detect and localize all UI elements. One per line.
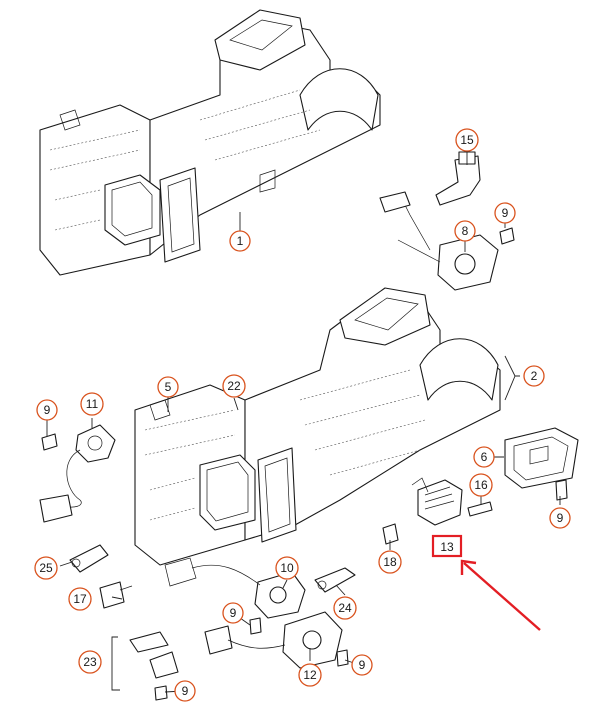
callout-label: 5 <box>165 380 172 394</box>
callout-label: 23 <box>83 655 97 669</box>
callout-10: 10 <box>275 556 299 580</box>
callout-label: 9 <box>230 606 237 620</box>
screws <box>41 227 568 701</box>
sensor-part-15 <box>435 151 481 206</box>
flap-part-23 <box>111 631 179 691</box>
callout-25: 25 <box>34 556 58 580</box>
callout-label: 8 <box>462 224 469 238</box>
callout-label: 9 <box>182 684 189 698</box>
highlight-part-13: 13 <box>431 534 541 631</box>
callout-8: 8 <box>454 220 476 242</box>
bracket-part-24 <box>314 567 356 593</box>
callout-label: 17 <box>73 592 87 606</box>
callout-9-left: 9 <box>36 399 58 421</box>
bracket-part-25 <box>69 544 109 573</box>
callout-label: 9 <box>502 206 509 220</box>
highlight-arrow <box>463 562 541 631</box>
heater-housing-lower <box>134 287 501 566</box>
callout-9-mid: 9 <box>222 602 244 624</box>
control-panel-part-6 <box>504 427 579 489</box>
callout-label: 11 <box>86 397 99 411</box>
callout-label: 16 <box>474 478 488 492</box>
actuator-part-12 <box>204 611 343 669</box>
heater-housing-upper <box>39 9 381 276</box>
callout-12: 12 <box>298 663 322 687</box>
clip-part-18 <box>382 523 399 545</box>
callout-9-bottom-left: 9 <box>174 680 196 702</box>
callout-9-right: 9 <box>549 507 571 529</box>
callout-24: 24 <box>333 596 357 620</box>
callout-23: 23 <box>78 650 102 674</box>
connector-part-17 <box>99 581 133 609</box>
callout-18: 18 <box>378 550 402 574</box>
callout-17: 17 <box>68 587 92 611</box>
callout-label: 9 <box>557 511 564 525</box>
callout-label: 10 <box>280 561 294 575</box>
actuator-part-8 <box>379 191 499 291</box>
callout-15: 15 <box>455 128 479 152</box>
callout-16: 16 <box>469 473 493 497</box>
callout-11: 11 <box>80 392 104 416</box>
callout-label: 15 <box>460 133 474 147</box>
callout-9-upper-right: 9 <box>494 202 516 224</box>
callout-label: 25 <box>39 561 53 575</box>
callout-label: 18 <box>383 555 397 569</box>
callout-5: 5 <box>157 376 179 398</box>
highlight-label: 13 <box>440 540 454 554</box>
callout-label: 12 <box>303 668 317 682</box>
actuator-part-10 <box>164 557 306 619</box>
callout-label: 2 <box>531 369 538 383</box>
callout-label: 9 <box>44 403 51 417</box>
callout-2: 2 <box>523 365 545 387</box>
callout-6: 6 <box>473 446 495 468</box>
callout-label: 1 <box>237 234 244 248</box>
callout-label: 6 <box>481 450 488 464</box>
callout-22: 22 <box>222 374 246 398</box>
callout-1: 1 <box>229 230 251 252</box>
callout-9-bottom-right: 9 <box>351 654 373 676</box>
sensor-part-11 <box>39 424 116 523</box>
highlight-arrowhead <box>460 559 477 575</box>
blower-resistor-part-13 <box>411 477 463 526</box>
callout-label: 22 <box>227 379 241 393</box>
callout-label: 9 <box>359 658 366 672</box>
callout-label: 24 <box>338 601 352 615</box>
